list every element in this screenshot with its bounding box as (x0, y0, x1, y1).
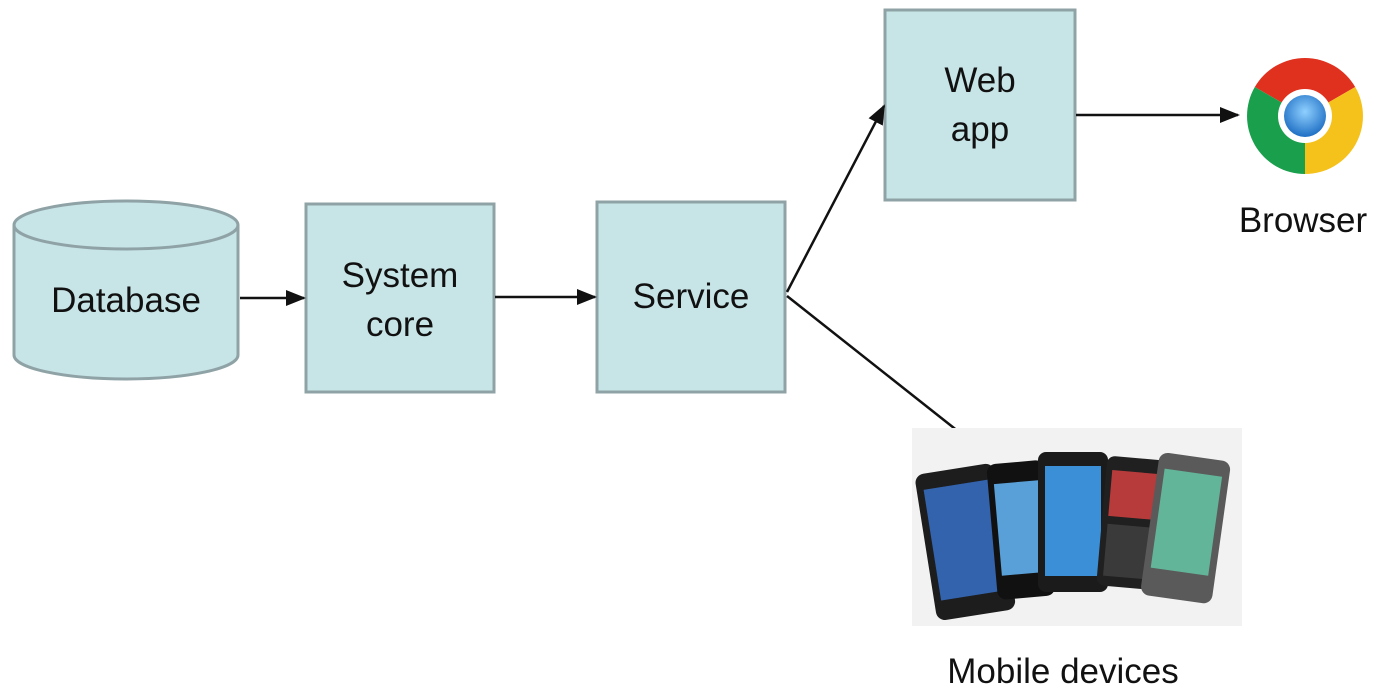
arrow-service-to-web-app (785, 104, 886, 293)
service-node: Service (595, 200, 787, 394)
web-app-node: Web app (883, 8, 1077, 202)
database-label: Database (51, 281, 201, 320)
chrome-browser-icon (1247, 58, 1363, 174)
service-label: Service (633, 277, 750, 316)
mobile-phones-icon (912, 428, 1242, 626)
system-core-label-line-1: System (342, 256, 459, 295)
database-node: Database (12, 199, 240, 381)
system-core-node: System core (304, 202, 496, 394)
web-app-label-line-1: Web (944, 61, 1015, 100)
mobile-devices-caption: Mobile devices (947, 652, 1179, 691)
web-app-label-line-2: app (951, 110, 1009, 149)
browser-caption: Browser (1239, 201, 1368, 240)
arrow-service-to-mobile-devices (786, 295, 980, 449)
system-core-label-line-2: core (366, 305, 434, 344)
